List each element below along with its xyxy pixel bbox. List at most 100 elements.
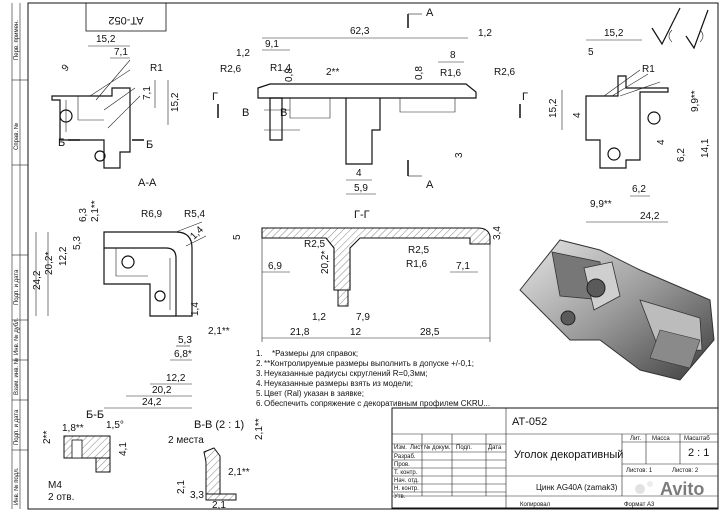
dim-vv-2-1b: 2,1**: [228, 467, 250, 478]
section-vv: В-В (2 : 1) 2 места 2,1** 2,1** 2,1 3,3 …: [168, 418, 265, 511]
strip-label-4: Инв. № дубл.: [13, 318, 20, 355]
dim-vv-2-1c: 2,1: [176, 480, 187, 494]
dim-front-4: 4: [356, 168, 362, 179]
dim-bb-4-1: 4,1: [118, 442, 129, 456]
dim-plan-12-2b: 12,2: [166, 373, 186, 384]
dim-gg-r2-5b: R2,5: [408, 245, 430, 256]
dim-bb-1-5: 1,5°: [106, 420, 124, 431]
dim-aa-7-1: 7,1: [114, 47, 128, 58]
dim-front-3: 3: [454, 152, 465, 158]
dim-aa-7-1b: 7,1: [142, 86, 153, 100]
title-role-2: Пров.: [394, 462, 410, 468]
dim-plan-1-4b: 1,4: [190, 302, 201, 316]
strip-label-1: Перв. примен.: [14, 20, 20, 60]
title-role-5: Н. контр.: [394, 486, 419, 492]
note-2: **Контролируемые размеры выполнить в доп…: [264, 359, 474, 368]
cut-g-right: Г: [522, 91, 528, 103]
title-row-sign: Подп.: [456, 445, 472, 451]
gg-section-shape: [261, 227, 491, 291]
dim-side-6-2: 6,2: [676, 148, 687, 162]
strip-label-6: Подп. и дата: [14, 409, 20, 445]
title-header-scale: Масштаб: [684, 436, 710, 442]
dim-vv-2-1d: 2,1: [212, 500, 226, 511]
title-row-date: Дата: [488, 445, 502, 451]
dim-front-r2-6a: R2,6: [220, 64, 242, 75]
title-scale: 2 : 1: [688, 447, 709, 459]
dim-front-0-8a: 0,8: [414, 66, 425, 80]
dim-plan-6-8: 6,8*: [174, 349, 192, 360]
title-role-6: Утв.: [394, 494, 406, 500]
dim-gg-6-9: 6,9: [268, 261, 282, 272]
dim-gg-21-8: 21,8: [290, 327, 310, 338]
title-role-1: Разраб.: [394, 454, 416, 460]
dim-gg-7-9: 7,9: [356, 312, 370, 323]
dim-front-r1-4: R1,4: [270, 63, 292, 74]
title-header-mass: Масса: [652, 436, 670, 442]
note-1: *Размеры для справок;: [272, 349, 358, 358]
note-5: Цвет (Ral) указан в заявке;: [264, 389, 364, 398]
svg-text:2.: 2.: [256, 359, 263, 368]
cut-a-top: А: [426, 7, 434, 19]
dim-gg-r1-6: R1,6: [406, 259, 428, 270]
dim-plan-r5-4: R5,4: [184, 209, 206, 220]
dim-gg-28-5: 28,5: [420, 327, 440, 338]
dim-front-5-9: 5,9: [354, 183, 368, 194]
strip-label-5: Взам. инв. №: [13, 358, 20, 395]
dim-aa-15-2: 15,2: [96, 34, 116, 45]
dim-gg-r2-5a: R2,5: [304, 239, 326, 250]
front-view: 62,3 1,2 9,1 1,2 8 R2,6 R1,4 2** 0,8 0,8…: [212, 7, 528, 195]
title-copied: Копировал: [520, 502, 551, 508]
title-format: Формат А3: [624, 502, 655, 508]
dim-gg-12: 12: [350, 327, 362, 338]
dim-aa-15-2b: 15,2: [170, 92, 181, 112]
dim-plan-6-3: 6,3: [78, 208, 89, 222]
dim-side-6-2b: 6,2: [632, 184, 646, 195]
dim-side-14-1: 14,1: [700, 138, 711, 158]
top-stamp: АТ-052: [85, 2, 167, 32]
side-view: 15,2 5 R1 15,2 4 9,9** 14,1 6,2 4 6,2 9,…: [548, 28, 711, 223]
dim-aa-9: 9: [60, 62, 72, 74]
dim-gg-5: 5: [232, 234, 243, 240]
dim-side-9-9: 9,9**: [690, 90, 701, 112]
dim-front-2: 2**: [326, 67, 339, 78]
dim-side-9-9b: 9,9**: [590, 199, 612, 210]
dim-front-0-8b: 0,8: [284, 68, 295, 82]
title-code: АТ-052: [512, 416, 547, 428]
dim-vv-3-3: 3,3: [190, 490, 204, 501]
strip-label-2: Справ. №: [13, 123, 20, 150]
dim-plan-2-1: 2,1**: [90, 200, 101, 222]
roughness-symbol: [651, 7, 709, 50]
dim-front-62-3: 62,3: [350, 26, 370, 37]
dim-plan-12-2: 12,2: [58, 246, 69, 266]
label-gg: Г-Г: [354, 209, 370, 221]
dim-plan-20-2b: 20,2: [152, 385, 172, 396]
cut-v-left: В: [242, 107, 249, 119]
cut-b-right: Б: [146, 139, 153, 151]
dim-vv-places: 2 места: [168, 435, 204, 446]
watermark-text: Avito: [660, 479, 704, 499]
plan-view: 2,1** 6,3 5,3 12,2 20,2* 24,2 R6,9 R5,4 …: [32, 200, 230, 409]
avito-watermark: Avito: [635, 479, 704, 499]
dim-plan-r6-9: R6,9: [141, 209, 163, 220]
title-block: АТ-052 Уголок декоративный Цинк AG40A (z…: [391, 407, 719, 509]
title-sheet: Листов: 1: [626, 468, 653, 474]
title-role-3: Т. контр.: [394, 470, 418, 476]
title-row-list: Лист: [410, 445, 423, 451]
top-stamp-code: АТ-052: [108, 14, 143, 26]
svg-text:3.: 3.: [256, 369, 263, 378]
dim-side-4: 4: [572, 112, 583, 118]
dim-side-15-2v: 15,2: [548, 98, 559, 118]
dim-side-r1: R1: [642, 64, 655, 75]
svg-text:1.: 1.: [256, 349, 263, 358]
dim-vv-2-1a: 2,1**: [254, 418, 265, 440]
label-vv: В-В (2 : 1): [194, 419, 244, 431]
dim-front-r1-6: R1,6: [440, 68, 462, 79]
dim-gg-1-2: 1,2: [312, 312, 326, 323]
label-bb: Б-Б: [86, 409, 104, 421]
cut-g-left: Г: [212, 91, 218, 103]
dim-gg-3-4: 3,4: [492, 226, 503, 240]
title-material: Цинк AG40A (zamak3): [536, 483, 618, 492]
title-row-doc: № докум.: [424, 444, 451, 451]
